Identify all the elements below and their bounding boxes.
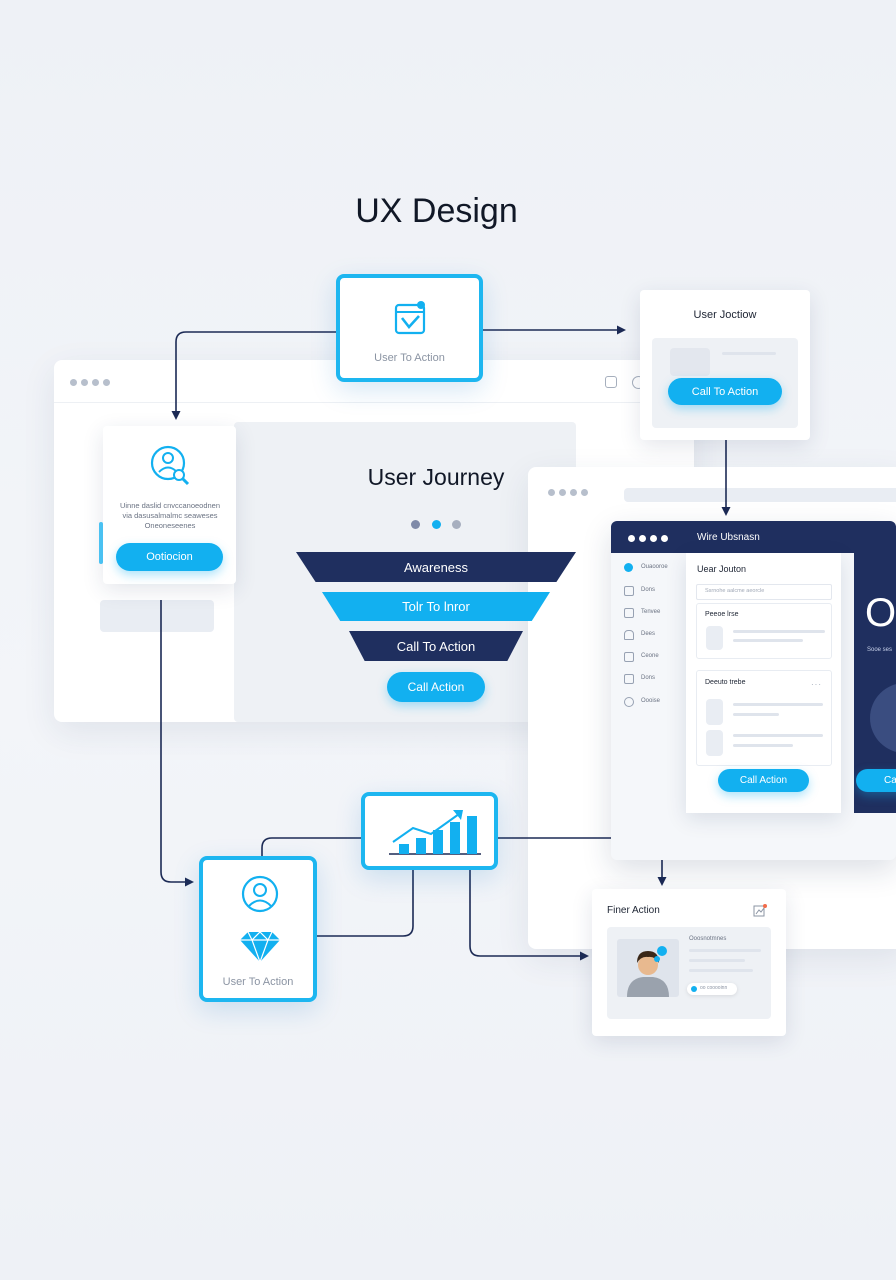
- connector-left-to-bottom: [160, 600, 194, 887]
- chart-edit-icon[interactable]: [753, 904, 767, 917]
- pager-dot-active: [432, 520, 441, 529]
- connector-chart-to-final: [469, 870, 589, 961]
- connector-chart-to-bottom: [261, 837, 361, 856]
- right-top-card-thumb: [670, 348, 710, 376]
- section-card-1: Peeoe lrse: [696, 603, 832, 659]
- profile-line: [689, 959, 745, 962]
- profile-line: [689, 969, 753, 972]
- pager-dot: [452, 520, 461, 529]
- more-icon[interactable]: ···: [811, 680, 822, 689]
- journey-call-action-button[interactable]: Call Action: [387, 672, 485, 702]
- final-card-title: Finer Action: [607, 905, 660, 916]
- left-card-button[interactable]: Ootiocion: [116, 543, 223, 571]
- dashboard-window: Wire Ubsnasn Ouaooroe Dons Tenvee Dees C…: [611, 521, 896, 860]
- blue-panel-text: Sooe ses: [867, 647, 893, 653]
- address-bar: [624, 488, 896, 502]
- sidebar-label: Ceone: [641, 653, 659, 659]
- shield-icon: [624, 563, 633, 572]
- sidebar-label: Ouaooroe: [641, 564, 668, 570]
- section-2-thumb: [706, 699, 723, 725]
- connector-bottom-to-chart: [316, 870, 414, 937]
- section-1-line: [733, 639, 803, 642]
- list-icon: [624, 586, 634, 596]
- sidebar-label: Oooise: [641, 698, 661, 704]
- final-action-card: Finer Action Ooosnotmnes oo cooooinn: [592, 889, 786, 1036]
- dashboard-header-title: Wire Ubsnasn: [697, 532, 760, 543]
- section-2-line: [733, 703, 823, 706]
- user-search-icon: [150, 445, 190, 486]
- lock-icon: [605, 376, 617, 388]
- diamond-icon: [240, 931, 280, 964]
- growth-chart-card[interactable]: [361, 792, 498, 870]
- inner-panel-title: Uear Jouton: [697, 564, 747, 574]
- blue-panel-circle: [870, 683, 896, 753]
- sidebar-label: Dons: [641, 675, 656, 681]
- section-2-title: Deeuto trebe: [705, 679, 746, 686]
- inner-search-input[interactable]: Ssrnohe aalcme aeorcle: [696, 584, 832, 600]
- left-user-card: Uinne daslid cnvccanoeodnen via dasusalm…: [103, 426, 236, 584]
- sidebar-label: Dons: [641, 587, 656, 593]
- blue-panel-button[interactable]: Ca: [856, 769, 896, 792]
- journey-heading: User Journey: [367, 464, 505, 490]
- checkbox-icon: [394, 301, 426, 335]
- chip-label: oo cooooinn: [700, 985, 728, 991]
- funnel-step-call-to-action: Call To Action: [349, 631, 523, 661]
- profile-name: Ooosnotmnes: [689, 936, 727, 942]
- person-avatar-icon: [627, 946, 669, 997]
- lock-icon: [624, 674, 634, 684]
- right-top-card: User Joctiow Call To Action: [640, 290, 810, 440]
- avatar: [617, 939, 679, 997]
- journey-pager: [411, 520, 463, 530]
- page-title: UX Design: [355, 192, 518, 230]
- call-to-action-button[interactable]: Call To Action: [668, 378, 782, 405]
- dashboard-header-dots: [628, 535, 668, 542]
- section-1-line: [733, 630, 825, 633]
- user-circle-icon: [241, 875, 279, 913]
- section-1-thumb: [706, 626, 723, 650]
- dashboard-sidebar: Ouaooroe Dons Tenvee Dees Ceone Dons Ooo…: [611, 553, 683, 860]
- section-2-line: [733, 744, 793, 747]
- section-2-thumb: [706, 730, 723, 756]
- window-header-divider: [54, 402, 694, 403]
- edit-icon: [624, 652, 634, 662]
- big-stat-text: O: [865, 591, 896, 635]
- dashboard-call-action-button[interactable]: Call Action: [718, 769, 809, 792]
- bottom-action-card[interactable]: User To Action: [199, 856, 317, 1002]
- profile-chip[interactable]: oo cooooinn: [687, 983, 737, 995]
- search-placeholder: Ssrnohe aalcme aeorcle: [705, 588, 765, 594]
- bottom-card-label: User To Action: [222, 976, 294, 988]
- left-card-accent: [99, 522, 103, 564]
- profile-line: [689, 949, 761, 952]
- section-1-title: Peeoe lrse: [705, 611, 739, 618]
- top-card-label: User To Action: [374, 352, 445, 364]
- doc-icon: [624, 608, 634, 618]
- dashboard-header: Wire Ubsnasn: [611, 521, 896, 553]
- section-2-line: [733, 734, 823, 737]
- top-action-card[interactable]: User To Action: [336, 274, 483, 382]
- section-2-line: [733, 713, 779, 716]
- funnel-step-awareness: Awareness: [296, 552, 576, 582]
- window-dots: [70, 379, 110, 386]
- chip-dot-icon: [691, 986, 697, 992]
- window-sidebar-bar: [100, 600, 214, 632]
- window-dots: [548, 489, 588, 496]
- pager-dot: [411, 520, 420, 529]
- settings-icon: [624, 697, 634, 707]
- funnel-step-2: Tolr To lnror: [322, 592, 550, 621]
- dashboard-inner-panel: Uear Jouton Ssrnohe aalcme aeorcle Peeoe…: [686, 553, 841, 813]
- growth-chart-icon: [389, 810, 481, 855]
- bell-icon: [624, 630, 634, 640]
- right-top-card-title: User Joctiow: [693, 309, 757, 321]
- sidebar-label: Dees: [641, 631, 656, 637]
- dashboard-blue-panel: O Sooe ses Ca: [854, 553, 896, 813]
- section-card-2: Deeuto trebe ···: [696, 670, 832, 766]
- connector-top-to-left: [171, 331, 338, 420]
- right-top-card-line: [722, 352, 776, 355]
- sidebar-label: Tenvee: [641, 609, 661, 615]
- left-card-text: Uinne daslid cnvccanoeodnen via dasusalm…: [119, 501, 221, 530]
